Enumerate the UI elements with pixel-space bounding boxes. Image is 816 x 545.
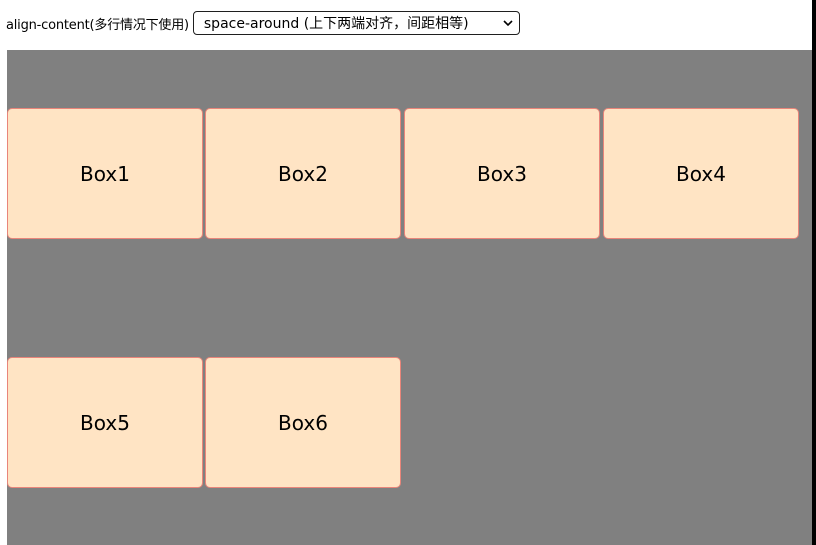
control-row: align-content(多行情况下使用) space-around (上下两… <box>6 10 520 36</box>
select-value: space-around (上下两端对齐，间距相等) <box>203 16 469 32</box>
box-2: Box2 <box>205 108 401 239</box>
flex-container: Box1 Box2 Box3 Box4 Box5 Box6 <box>7 50 812 545</box>
align-content-label: align-content(多行情况下使用) <box>6 17 189 33</box>
box-5: Box5 <box>7 357 203 488</box>
box-1: Box1 <box>7 108 203 239</box>
align-content-select[interactable]: space-around (上下两端对齐，间距相等) <box>192 11 520 35</box>
box-3: Box3 <box>404 108 600 239</box>
chevron-down-icon <box>503 18 513 28</box>
box-4: Box4 <box>603 108 799 239</box>
box-6: Box6 <box>205 357 401 488</box>
